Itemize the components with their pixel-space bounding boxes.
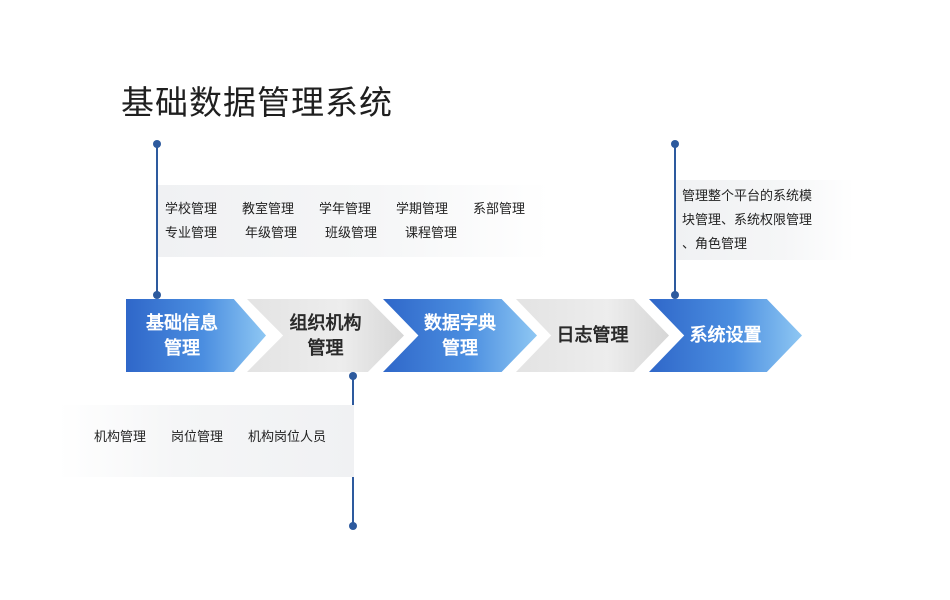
- detail-item: 班级管理: [325, 226, 378, 241]
- detail-item: 学期管理: [396, 202, 449, 217]
- detail-item: 课程管理: [405, 226, 458, 241]
- detail-item: 专业管理: [165, 226, 218, 241]
- step-system-settings: 系统设置: [649, 299, 802, 372]
- step-label-line: 日志管理: [556, 325, 629, 346]
- connector-dot-basic-bottom: [153, 291, 161, 299]
- basic-info-row-2: 专业管理 年级管理 班级管理 课程管理: [165, 222, 550, 246]
- step-organization: 组织机构 管理: [247, 299, 404, 372]
- settings-detail-line: 块管理、系统权限管理: [682, 213, 813, 228]
- basic-info-row-1: 学校管理 教室管理 学年管理 学期管理 系部管理: [165, 198, 550, 222]
- detail-item: 机构管理: [94, 430, 147, 445]
- step-basic-info: 基础信息 管理: [126, 299, 266, 372]
- detail-item: 系部管理: [473, 202, 526, 217]
- detail-item: 机构岗位人员: [248, 430, 327, 445]
- step-data-dictionary: 数据字典 管理: [383, 299, 537, 372]
- step-label-line: 管理: [164, 337, 200, 359]
- detail-item: 学年管理: [319, 202, 372, 217]
- detail-item: 教室管理: [242, 202, 295, 217]
- step-label-line: 组织机构: [289, 312, 362, 334]
- org-detail-row: 机构管理 岗位管理 机构岗位人员: [94, 426, 354, 450]
- detail-item: 学校管理: [165, 202, 218, 217]
- step-label-line: 管理: [442, 337, 478, 359]
- diagram-title: 基础数据管理系统: [121, 83, 393, 122]
- org-detail-box: 机构管理 岗位管理 机构岗位人员: [58, 405, 354, 477]
- connector-line-basic: [156, 144, 158, 295]
- step-label-line: 数据字典: [424, 312, 496, 334]
- settings-detail-line: 管理整个平台的系统模: [682, 189, 813, 204]
- settings-detail-box: 管理整个平台的系统模 块管理、系统权限管理 、角色管理: [676, 180, 854, 260]
- detail-item: 岗位管理: [171, 430, 224, 445]
- connector-dot-settings-bottom: [671, 291, 679, 299]
- step-label-line: 管理: [307, 337, 344, 359]
- step-log-management: 日志管理: [516, 299, 669, 372]
- step-label-line: 基础信息: [146, 312, 218, 334]
- detail-item: 年级管理: [245, 226, 298, 241]
- connector-dot-org-bottom: [349, 522, 357, 530]
- step-label-line: 系统设置: [689, 325, 762, 346]
- settings-detail-line: 、角色管理: [682, 237, 748, 252]
- connector-line-settings: [674, 144, 676, 295]
- basic-info-detail-box: 学校管理 教室管理 学年管理 学期管理 系部管理 专业管理 年级管理 班级管理 …: [158, 185, 550, 257]
